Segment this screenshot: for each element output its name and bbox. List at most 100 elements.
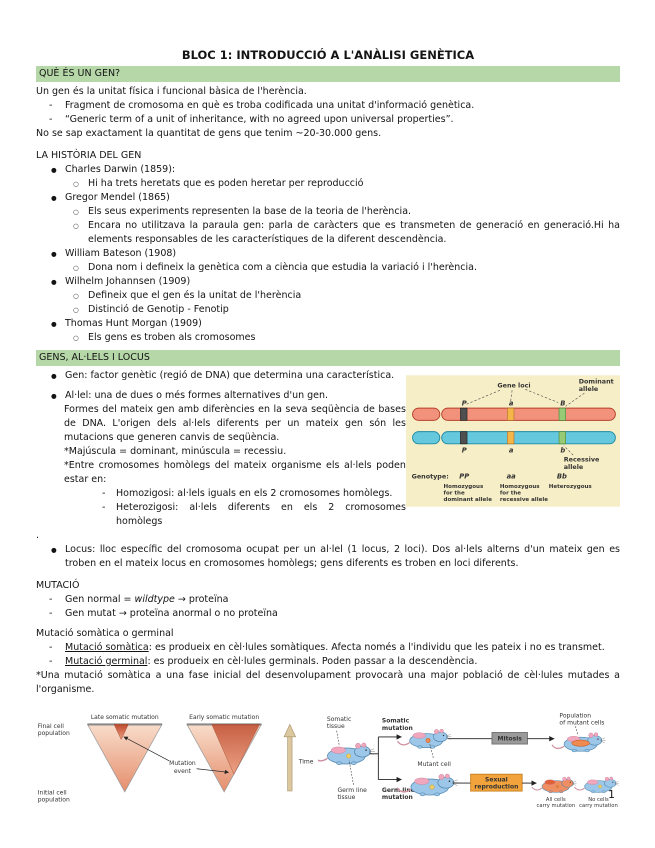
figure-somatic-vs-germline: Somatic tissue Germ line tissue Somatic … xyxy=(318,712,620,809)
list-item: Charles Darwin (1859): xyxy=(36,163,620,177)
stray-dot: . xyxy=(36,530,40,541)
allele-letter: a xyxy=(509,446,514,454)
label-early-mutation: Early somatic mutation xyxy=(189,714,259,721)
list-item: Gen mutat → proteïna anormal o no proteï… xyxy=(36,607,620,621)
label-genotype: Genotype: xyxy=(412,473,449,481)
text-fragment: : es produeix en cèl·lules somàtiques. A… xyxy=(148,642,605,653)
locus-a-bottom xyxy=(506,431,515,445)
list-item-text: Mutació germinal: es produeix en cèl·lul… xyxy=(65,655,620,669)
list-item-text: Dona nom i defineix la genètica com a ci… xyxy=(88,262,477,273)
label-time: Time xyxy=(298,758,314,765)
list-item: Wilhelm Johannsen (1909) xyxy=(36,275,620,289)
heading-mutacio: MUTACIÓ xyxy=(36,580,80,591)
dominant-pointer xyxy=(565,392,585,407)
svg-text:Homozygous: Homozygous xyxy=(500,484,540,490)
list-item: Mutació germinal: es produeix en cèl·lul… xyxy=(36,655,620,669)
label-somatic-mutation-2: mutation xyxy=(382,725,413,732)
text-fragment: → proteïna xyxy=(174,594,229,605)
locus-P-top xyxy=(460,407,468,421)
page-number: 1 xyxy=(608,788,615,801)
label-germline-tissue-2: tissue xyxy=(338,794,356,801)
list-item: Fragment de cromosoma en què es troba co… xyxy=(36,99,620,113)
mutant-cell-pointer xyxy=(429,743,434,759)
label-recessive-allele: Recessive xyxy=(564,456,600,464)
late-triangle xyxy=(86,723,163,793)
mouse-all-mutant xyxy=(531,776,578,794)
list-item-text: Charles Darwin (1859): xyxy=(65,164,176,175)
label-dominant-allele-2: allele xyxy=(579,385,599,393)
list-item-text: Defineix que el gen és la unitat de l'he… xyxy=(88,290,302,301)
label-germline-mutation-2: mutation xyxy=(382,794,413,801)
circle-bullet xyxy=(73,331,88,345)
list-item-text: Gregor Mendel (1865) xyxy=(65,192,170,203)
label-dominant-allele: Dominant xyxy=(579,378,614,386)
dot-bullet xyxy=(51,317,65,331)
dash-bullet xyxy=(49,113,65,127)
label-somatic-tissue: Somatic xyxy=(327,716,351,723)
list-item: Hi ha trets heretats que es poden hereta… xyxy=(36,177,620,191)
label-germline-mutation: Germ line xyxy=(382,787,415,794)
mitosis-box: Mitosis xyxy=(491,732,529,745)
chromosome-red xyxy=(412,407,616,421)
mouse-start xyxy=(318,742,376,766)
label-gene-loci: Gene loci xyxy=(497,381,530,389)
gene-loci-pointer-lines xyxy=(465,389,559,405)
list-item: William Bateson (1908) xyxy=(36,247,620,261)
list-item-text: William Bateson (1908) xyxy=(65,248,177,259)
dash-bullet xyxy=(102,501,116,529)
label-somatic-tissue-2: tissue xyxy=(327,723,345,730)
dot-bullet xyxy=(51,247,65,261)
subheading-mutacio-tipus: Mutació somàtica o germinal xyxy=(36,628,174,639)
label-no-cells-2: carry mutation xyxy=(579,803,618,809)
list-item-text: Wilhelm Johannsen (1909) xyxy=(65,276,191,287)
list-item-text: “Generic term of a unit of inheritance, … xyxy=(65,114,454,125)
genotype-aa: aa xyxy=(507,473,517,481)
allele-letter: B xyxy=(560,399,565,407)
list-item: Els gens es troben als cromosomes xyxy=(36,331,620,345)
dot-bullet xyxy=(51,275,65,289)
circle-bullet xyxy=(73,219,88,247)
list-item-text: Encara no utilitzava la paraula gen: par… xyxy=(88,220,620,245)
list-item: Encara no utilitzava la paraula gen: par… xyxy=(36,219,620,247)
population-pointer xyxy=(575,726,579,736)
allele-letter: a xyxy=(509,399,514,407)
mutation-event-arrow-right xyxy=(196,768,229,775)
heading-historia: LA HISTÒRIA DEL GEN xyxy=(36,150,142,161)
list-item: Gregor Mendel (1865) xyxy=(36,191,620,205)
label-no-cells: No cells xyxy=(588,797,609,803)
figure-gene-loci: Gene loci Dominant allele P a B xyxy=(405,375,620,507)
sexual-reproduction-box: Sexual reproduction xyxy=(470,773,523,792)
svg-text:for the: for the xyxy=(500,491,521,497)
early-triangle xyxy=(186,723,263,793)
svg-text:dominant allele: dominant allele xyxy=(443,497,492,503)
list-item: Gen normal = wildtype → proteïna xyxy=(36,593,620,607)
label-final-cell-population: Final cell xyxy=(38,723,64,730)
list-item: Dona nom i defineix la genètica com a ci… xyxy=(36,261,620,275)
label-mutation-event: Mutation xyxy=(169,760,196,767)
mutant-population-patch xyxy=(571,739,591,747)
mouse-somatic-mutant xyxy=(397,728,453,749)
svg-text:recessive allele: recessive allele xyxy=(500,497,548,503)
list-item-text: Gen mutat → proteïna anormal o no proteï… xyxy=(65,608,278,619)
text-fragment: Gen normal = xyxy=(65,594,135,605)
early-mutant-population xyxy=(211,724,261,775)
list-item: Homozigosi: al·lels iguals en els 2 crom… xyxy=(36,487,406,501)
circle-bullet xyxy=(73,205,88,219)
list-item: Mutació somàtica: es produeix en cèl·lul… xyxy=(36,641,620,655)
mutant-cell-dot xyxy=(425,738,431,743)
label-all-cells-2: carry mutation xyxy=(537,803,576,809)
section-header-gens-allels-locus: GENS, AL·LELS I LOCUS xyxy=(36,350,620,366)
section-header-que-es-un-gen: QUÈ ÉS UN GEN? xyxy=(36,66,620,82)
label-all-cells: All cells xyxy=(546,797,566,803)
dash-bullet xyxy=(49,607,65,621)
label-population: Population xyxy=(560,712,592,719)
label-mutation-event-2: event xyxy=(174,768,192,775)
list-item: Distinció de Genotip - Fenotip xyxy=(36,303,620,317)
dot-bullet xyxy=(51,163,65,177)
circle-bullet xyxy=(73,177,88,191)
dash-bullet xyxy=(102,487,116,501)
list-item-text: Thomas Hunt Morgan (1909) xyxy=(65,318,202,329)
list-item-text: Locus: lloc específic del cromosoma ocup… xyxy=(65,544,620,569)
svg-text:for the: for the xyxy=(443,491,464,497)
